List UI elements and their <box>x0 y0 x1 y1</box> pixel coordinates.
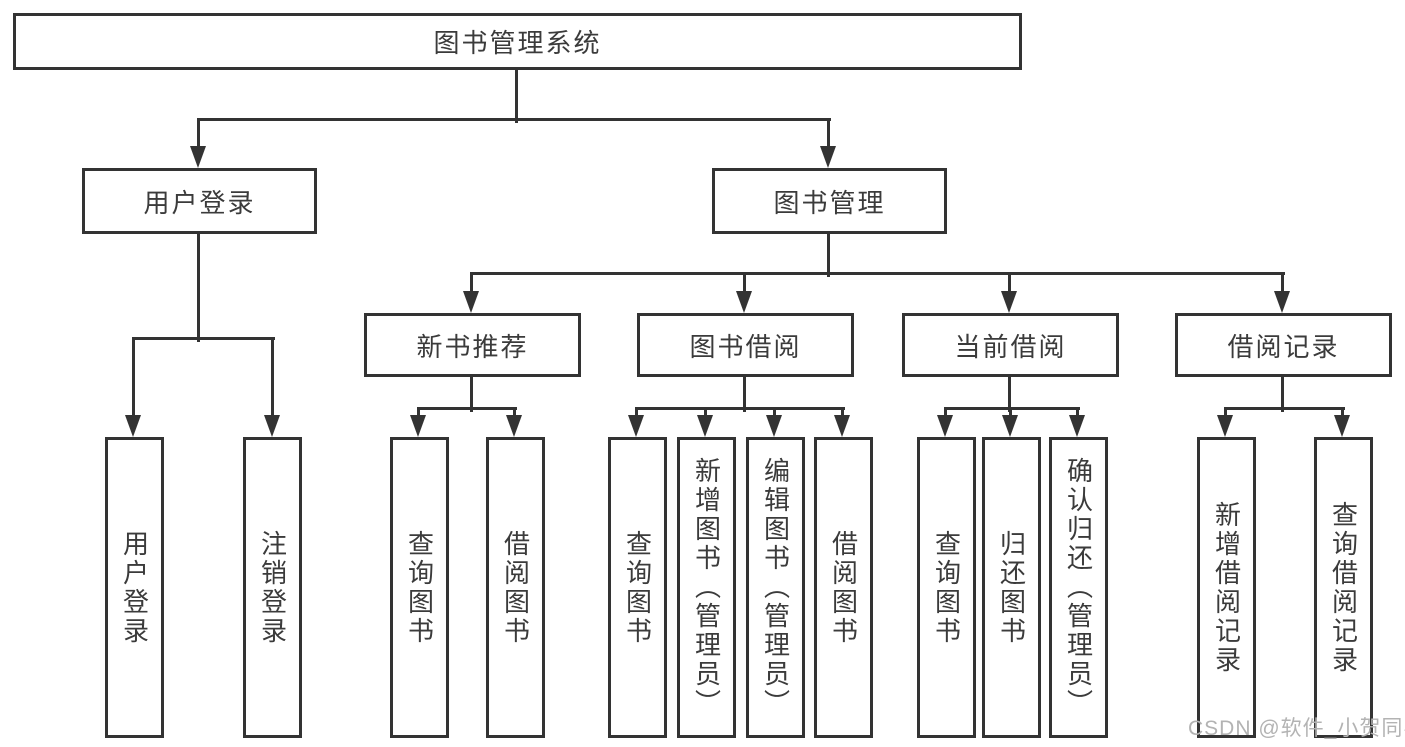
arrow-down-icon <box>264 415 280 437</box>
node-login: 用户登录 <box>105 437 164 738</box>
arrow-down-icon <box>463 291 479 313</box>
arrow-down-icon <box>1069 415 1085 437</box>
node-query-borrow-record: 查询借阅记录 <box>1314 437 1373 738</box>
arrow-down-icon <box>766 415 782 437</box>
arrow-down-icon <box>820 146 836 168</box>
connector-line <box>1008 274 1011 295</box>
node-confirm-return-admin: 确认归还（管理员） <box>1049 437 1108 738</box>
node-edit-book-admin: 编辑图书（管理员） <box>746 437 805 738</box>
node-user-login: 用户登录 <box>82 168 317 234</box>
connector-line <box>515 68 518 123</box>
connector-line <box>827 234 830 277</box>
arrow-down-icon <box>697 415 713 437</box>
connector-line <box>197 120 200 150</box>
connector-line <box>773 409 776 419</box>
connector-line <box>470 274 473 295</box>
arrow-down-icon <box>834 415 850 437</box>
arrow-down-icon <box>1334 415 1350 437</box>
node-logout: 注销登录 <box>243 437 302 738</box>
node-book-management: 图书管理 <box>712 168 947 234</box>
connector-line <box>1281 377 1284 412</box>
connector-line <box>743 274 746 295</box>
node-new-book-recommendation: 新书推荐 <box>364 313 581 377</box>
node-query-books-current: 查询图书 <box>917 437 976 738</box>
node-borrowing-records: 借阅记录 <box>1175 313 1392 377</box>
arrow-down-icon <box>410 415 426 437</box>
connector-line <box>1224 409 1227 419</box>
arrow-down-icon <box>1001 291 1017 313</box>
connector-line <box>1224 407 1345 410</box>
connector-line <box>635 407 845 410</box>
arrow-down-icon <box>506 415 522 437</box>
connector-line <box>1009 409 1012 419</box>
connector-line <box>1281 274 1284 295</box>
node-return-books: 归还图书 <box>982 437 1041 738</box>
node-current-borrowing: 当前借阅 <box>902 313 1119 377</box>
connector-line <box>132 337 275 340</box>
arrow-down-icon <box>1274 291 1290 313</box>
node-library-management-system: 图书管理系统 <box>13 13 1022 70</box>
connector-line <box>1076 409 1079 419</box>
connector-line <box>132 339 135 419</box>
connector-line <box>417 409 420 419</box>
connector-line <box>197 118 831 121</box>
arrow-down-icon <box>190 146 206 168</box>
connector-line <box>743 377 746 412</box>
connector-line <box>1008 377 1011 412</box>
connector-line <box>944 407 1080 410</box>
connector-line <box>513 409 516 419</box>
node-add-borrow-record: 新增借阅记录 <box>1197 437 1256 738</box>
arrow-down-icon <box>736 291 752 313</box>
arrow-down-icon <box>125 415 141 437</box>
node-book-borrowing: 图书借阅 <box>637 313 854 377</box>
node-query-books-recommend: 查询图书 <box>390 437 449 738</box>
connector-line <box>417 407 517 410</box>
connector-line <box>635 409 638 419</box>
watermark: CSDN @软件_小贺同学 <box>1188 717 1405 740</box>
node-query-books-borrowing: 查询图书 <box>608 437 667 738</box>
connector-line <box>271 339 274 419</box>
node-add-book-admin: 新增图书（管理员） <box>677 437 736 738</box>
connector-line <box>944 409 947 419</box>
connector-line <box>827 120 830 150</box>
node-borrow-books-borrowing: 借阅图书 <box>814 437 873 738</box>
arrow-down-icon <box>1217 415 1233 437</box>
connector-line <box>470 272 1285 275</box>
arrow-down-icon <box>1002 415 1018 437</box>
arrow-down-icon <box>937 415 953 437</box>
connector-line <box>197 234 200 342</box>
connector-line <box>704 409 707 419</box>
arrow-down-icon <box>628 415 644 437</box>
connector-line <box>470 377 473 412</box>
connector-line <box>841 409 844 419</box>
connector-line <box>1341 409 1344 419</box>
node-borrow-books-recommend: 借阅图书 <box>486 437 545 738</box>
